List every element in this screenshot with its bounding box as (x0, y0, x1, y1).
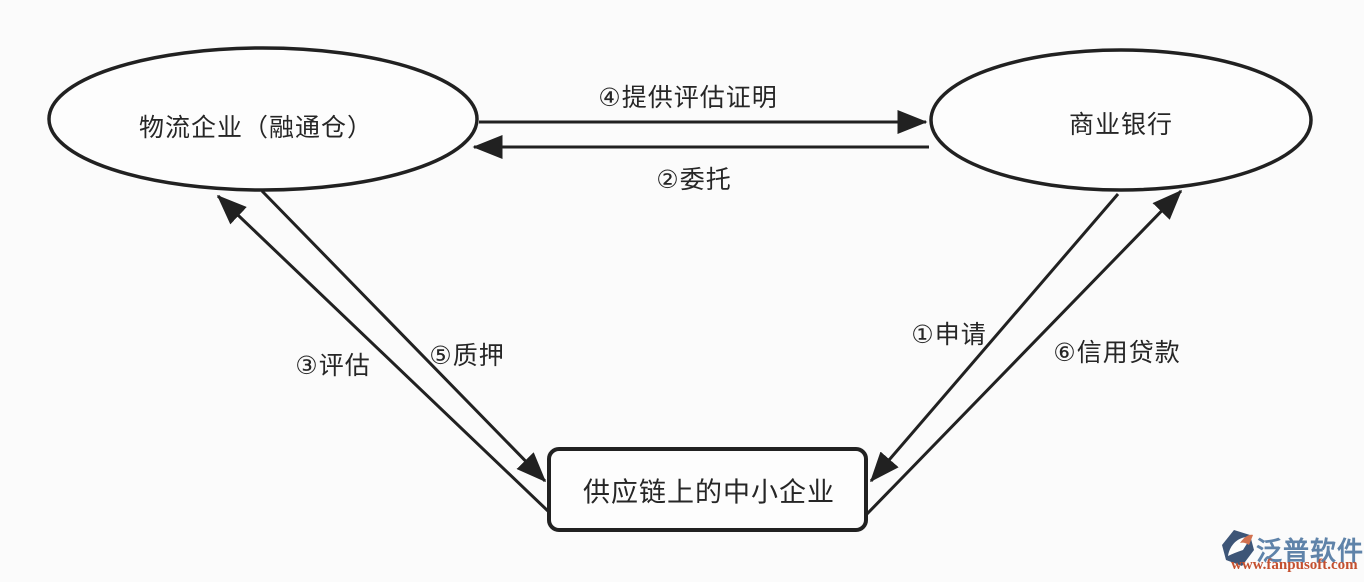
arrow-pledge (260, 189, 547, 483)
edge-label-credit-loan: ⑥信用贷款 (1053, 339, 1181, 367)
edge-label-entrust: ②委托 (656, 166, 732, 194)
edge-label-apply: ①申请 (911, 321, 987, 349)
node-bank-label: 商业银行 (1068, 111, 1174, 139)
node-sme-box (547, 447, 868, 532)
arrow-apply (869, 193, 1120, 483)
node-logistics-ellipse (47, 46, 479, 192)
edge-label-provide-proof: ④提供评估证明 (598, 84, 778, 112)
arrow-evaluate (216, 194, 551, 514)
watermark-url: www.fanpusoft.com (1231, 557, 1358, 573)
fanpu-logo-icon (1222, 530, 1254, 566)
node-bank-ellipse (929, 48, 1313, 192)
edge-label-pledge: ⑤质押 (429, 342, 505, 370)
watermark-name: 泛普软件 (1256, 536, 1364, 566)
node-logistics-label: 物流企业（融通仓） (138, 114, 374, 142)
arrow-credit-loan (864, 189, 1183, 517)
edge-label-evaluate: ③评估 (295, 352, 371, 380)
node-sme-label: 供应链上的中小企业 (583, 477, 835, 508)
